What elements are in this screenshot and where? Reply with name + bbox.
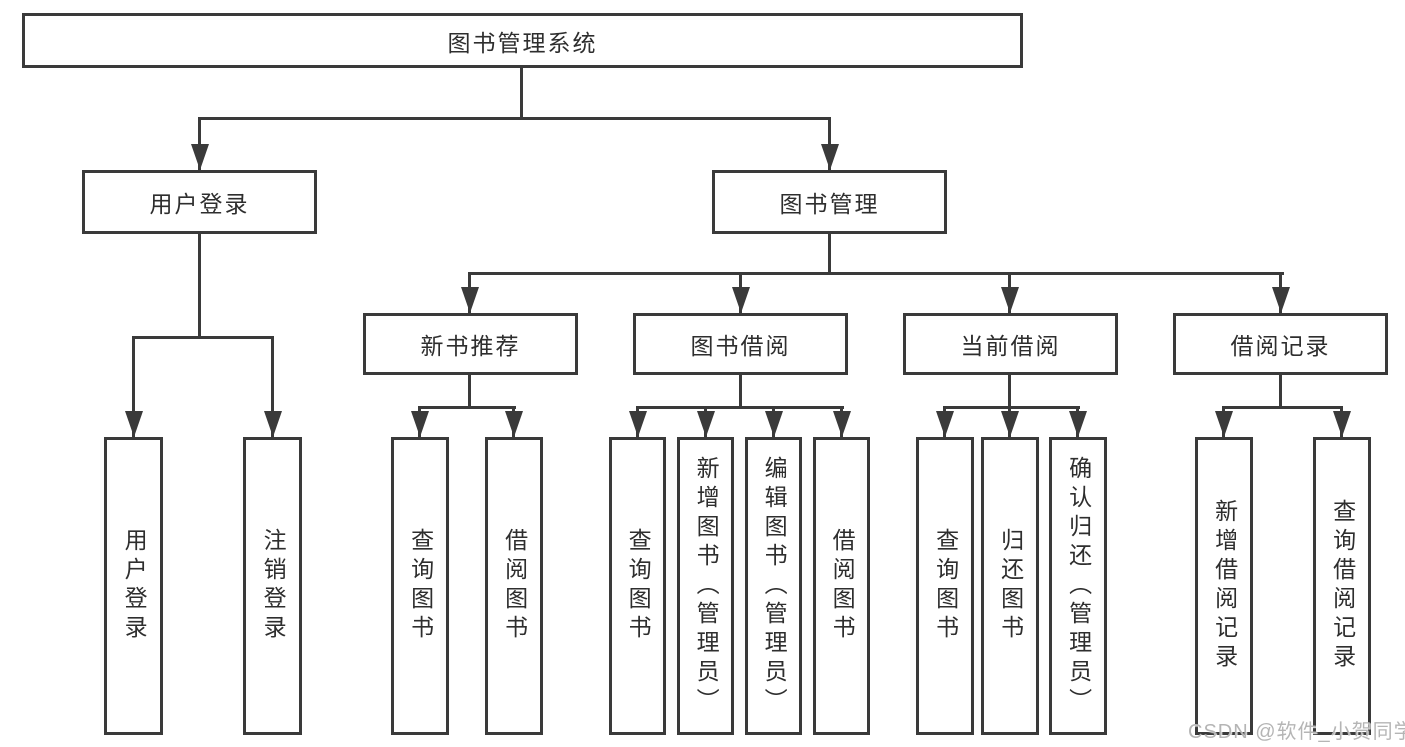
arrow-down-icon — [264, 336, 282, 437]
group-borrow-records: 借阅记录 — [1173, 313, 1388, 375]
group-label: 新书推荐 — [420, 333, 521, 359]
leaf-add-borrow-record: 新增借阅记录 — [1195, 437, 1253, 735]
root-node: 图书管理系统 — [22, 13, 1023, 68]
arrow-down-icon — [765, 406, 783, 437]
group-label: 借阅记录 — [1230, 333, 1331, 359]
group-new-book-recommend: 新书推荐 — [363, 313, 578, 375]
arrow-down-icon — [1333, 406, 1351, 437]
connector-group-hline — [636, 406, 844, 409]
group-label: 当前借阅 — [960, 333, 1061, 359]
leaf-query-books: 查询图书 — [916, 437, 974, 735]
connector-user-hline — [132, 336, 274, 339]
connector-level1-hline — [198, 117, 831, 120]
arrow-down-icon — [732, 272, 750, 313]
leaf-label: 新增借阅记录 — [1211, 499, 1238, 673]
leaf-confirm-return-admin: 确认归还（管理员） — [1049, 437, 1107, 735]
arrow-down-icon — [1069, 406, 1087, 437]
leaf-user-login: 用户登录 — [104, 437, 163, 735]
arrow-down-icon — [833, 406, 851, 437]
leaf-borrow-books: 借阅图书 — [485, 437, 543, 735]
arrow-down-icon — [1215, 406, 1233, 437]
group-current-borrow: 当前借阅 — [903, 313, 1118, 375]
leaf-return-books: 归还图书 — [981, 437, 1039, 735]
leaf-label: 查询图书 — [625, 528, 652, 644]
leaf-add-books-admin: 新增图书（管理员） — [677, 437, 734, 735]
arrow-down-icon — [1272, 272, 1290, 313]
root-node-label: 图书管理系统 — [447, 29, 598, 56]
arrow-down-icon — [411, 406, 429, 437]
arrow-down-icon — [505, 406, 523, 437]
arrow-down-icon — [461, 272, 479, 313]
leaf-label: 借阅图书 — [501, 528, 528, 644]
connector-level2-hline — [468, 272, 1284, 275]
arrow-down-icon — [629, 406, 647, 437]
leaf-query-books: 查询图书 — [609, 437, 666, 735]
leaf-label: 查询图书 — [932, 528, 959, 644]
connector-group-hline — [943, 406, 1080, 409]
connector-group-stem — [1279, 375, 1282, 406]
arrow-down-icon — [1001, 272, 1019, 313]
leaf-logout: 注销登录 — [243, 437, 302, 735]
branch-user-login: 用户登录 — [82, 170, 317, 234]
leaf-label: 新增图书（管理员） — [693, 455, 720, 717]
leaf-label: 查询图书 — [407, 528, 434, 644]
branch-book-management: 图书管理 — [712, 170, 947, 234]
arrow-down-icon — [821, 117, 839, 170]
arrow-down-icon — [697, 406, 715, 437]
leaf-label: 用户登录 — [121, 528, 148, 644]
leaf-label: 确认归还（管理员） — [1065, 455, 1092, 717]
connector-group-hline — [1222, 406, 1342, 409]
branch-book-management-label: 图书管理 — [779, 191, 880, 217]
leaf-edit-books-admin: 编辑图书（管理员） — [745, 437, 802, 735]
leaf-query-borrow-record: 查询借阅记录 — [1313, 437, 1371, 735]
branch-user-login-label: 用户登录 — [149, 191, 250, 217]
leaf-label: 归还图书 — [997, 528, 1024, 644]
connector-group-hline — [418, 406, 516, 409]
connector-root-stem — [520, 68, 523, 117]
connector-user-stem — [198, 234, 201, 336]
connector-group-stem — [739, 375, 742, 406]
leaf-label: 编辑图书（管理员） — [761, 455, 788, 717]
group-book-borrow: 图书借阅 — [633, 313, 848, 375]
leaf-label: 注销登录 — [260, 528, 287, 644]
csdn-watermark: CSDN @软件_小贺同学 — [1188, 721, 1405, 743]
leaf-query-books: 查询图书 — [391, 437, 449, 735]
connector-mgmt-stem — [828, 234, 831, 272]
connector-group-stem — [468, 375, 471, 406]
connector-group-stem — [1008, 375, 1011, 406]
leaf-borrow-books: 借阅图书 — [813, 437, 870, 735]
arrow-down-icon — [936, 406, 954, 437]
leaf-label: 借阅图书 — [829, 528, 856, 644]
arrow-down-icon — [1001, 406, 1019, 437]
arrow-down-icon — [125, 336, 143, 437]
arrow-down-icon — [191, 117, 209, 170]
leaf-label: 查询借阅记录 — [1329, 499, 1356, 673]
group-label: 图书借阅 — [690, 333, 791, 359]
